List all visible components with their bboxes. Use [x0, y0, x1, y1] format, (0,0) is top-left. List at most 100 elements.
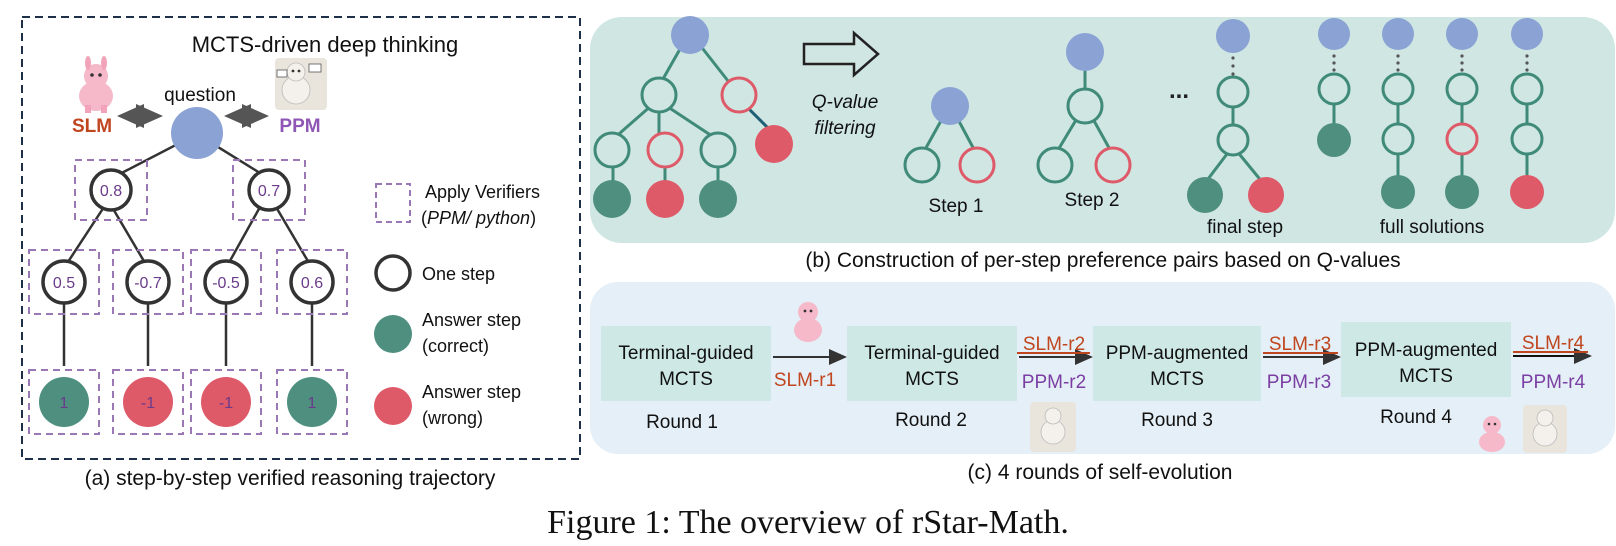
answer-wrong-node [201, 377, 251, 427]
verifier-box [190, 369, 262, 435]
solution-step [1445, 72, 1479, 106]
step1-negative [958, 146, 996, 184]
tree-node [720, 76, 758, 114]
round-box [1093, 326, 1261, 401]
verifier-box [28, 369, 100, 435]
question-node [171, 107, 223, 159]
panel-a-title: MCTS-driven deep thinking [192, 32, 459, 57]
final-step-pair: final step [1187, 19, 1284, 238]
solution-root [1511, 18, 1543, 50]
round-box-line2: MCTS [659, 369, 713, 390]
verifier-box [112, 249, 184, 315]
answer-value: 1 [308, 395, 317, 412]
slm-llama-icon [794, 302, 822, 342]
answer-value: -1 [219, 395, 233, 412]
figure-caption: Figure 1: The overview of rStar-Math. [547, 504, 1069, 541]
slm-label: SLM [72, 116, 112, 137]
slm-model-label: SLM-r2 [1023, 334, 1085, 355]
step2-label: Step 2 [1065, 190, 1120, 211]
tree-root-node [671, 16, 709, 54]
q-value: -0.5 [212, 275, 240, 292]
solution-step-wrong [1445, 122, 1479, 156]
panel-c: Terminal-guided MCTS Round 1 Terminal-gu… [590, 282, 1615, 484]
verifier-box [190, 249, 262, 315]
panel-a-caption: (a) step-by-step verified reasoning traj… [85, 467, 496, 490]
slm-llama-icon [79, 56, 113, 113]
ppm-llama-icon [275, 58, 327, 110]
tree-edges [62, 132, 314, 366]
step-node [125, 259, 171, 305]
round-label: Round 4 [1380, 407, 1452, 428]
round-box [1341, 322, 1511, 397]
legend-step-swatch [374, 254, 412, 292]
panel-a-frame [21, 16, 581, 460]
round-box-line2: MCTS [1399, 366, 1453, 387]
legend-verifier-line2: (PPM/ python) [421, 208, 536, 228]
legend-wrong-line2: (wrong) [422, 408, 483, 428]
question-label: question [164, 85, 236, 106]
slm-model-label: SLM-r3 [1269, 334, 1331, 355]
round-box [601, 326, 771, 401]
round-label: Round 3 [1141, 410, 1213, 431]
solution-answer-wrong [1510, 175, 1544, 209]
round-box-line2: MCTS [1150, 369, 1204, 390]
panel-b-caption: (b) Construction of per-step preference … [805, 249, 1400, 272]
legend-verifier-italic: PPM/ python [427, 208, 530, 228]
step-node [247, 168, 291, 212]
final-prefix [1216, 123, 1250, 157]
legend-one-step: One step [422, 264, 495, 284]
ppm-llama-icon [1030, 402, 1076, 452]
legend-correct-line1: Answer step [422, 310, 521, 330]
answer-group: 1 -1 -1 1 [28, 369, 348, 435]
tree-node [699, 131, 737, 169]
tree-node [640, 76, 678, 114]
filter-label-line1: Q-value [812, 92, 879, 113]
filter-arrow-icon [802, 30, 880, 78]
solution-root [1382, 18, 1414, 50]
verifier-box [112, 369, 184, 435]
tree-answer-correct [593, 180, 631, 218]
q-value: 0.8 [100, 183, 122, 200]
step2-root [1066, 33, 1104, 71]
q-value: 0.5 [53, 275, 75, 292]
panel-b-background [590, 17, 1615, 243]
final-negative [1248, 177, 1284, 213]
round-box [847, 326, 1017, 401]
answer-value: -1 [141, 395, 155, 412]
verifier-box [276, 369, 348, 435]
ppm-model-label: PPM-r2 [1022, 372, 1086, 393]
tree-node [593, 131, 631, 169]
legend-wrong-line1: Answer step [422, 382, 521, 402]
ppm-label: PPM [279, 116, 320, 137]
step-node [203, 259, 249, 305]
ellipsis: ... [1169, 77, 1189, 104]
verifier-box [74, 159, 148, 221]
answer-correct-node [39, 377, 89, 427]
tree-answer-wrong [646, 180, 684, 218]
panel-b: Q-value filtering Step 1 Step 2 ... [590, 16, 1615, 272]
panel-c-caption: (c) 4 rounds of self-evolution [968, 461, 1233, 484]
round-box-line1: PPM-augmented [1355, 340, 1498, 361]
filter-label-line2: filtering [814, 118, 876, 139]
legend-verifier-swatch [375, 183, 411, 223]
step-node [89, 168, 133, 212]
verifier-box [276, 249, 348, 315]
q-value: -0.7 [134, 275, 162, 292]
answer-value: 1 [60, 395, 69, 412]
slm-llama-icon [1479, 416, 1505, 452]
q-value: 0.7 [258, 183, 280, 200]
level1-group: 0.8 0.7 [74, 159, 306, 221]
ppm-model-label: PPM-r4 [1521, 372, 1586, 393]
verifier-box [232, 159, 306, 221]
step1-pair: Step 1 [903, 87, 996, 217]
solution-step [1381, 122, 1415, 156]
ppm-llama-icon [1523, 405, 1567, 453]
step1-positive [903, 146, 941, 184]
legend-correct-line2: (correct) [422, 336, 489, 356]
tree-answer-correct [699, 180, 737, 218]
solution-answer-correct [1381, 175, 1415, 209]
step2-negative [1094, 146, 1132, 184]
solution-step [1381, 72, 1415, 106]
step2-pair: Step 2 [1036, 33, 1132, 211]
round-box-line2: MCTS [905, 369, 959, 390]
